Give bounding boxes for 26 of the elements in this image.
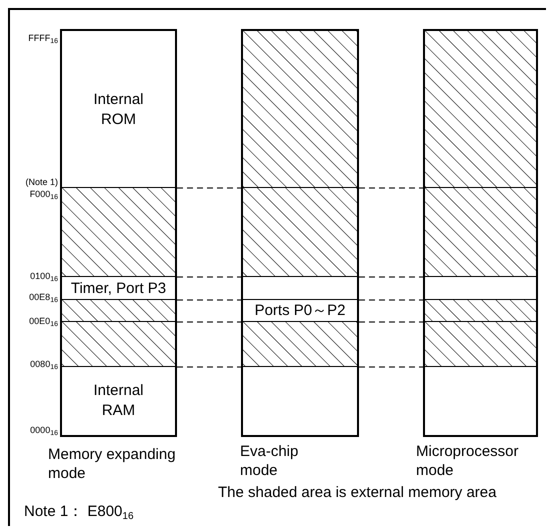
shaded-memory-area <box>62 299 175 322</box>
shaded-memory-area <box>425 299 536 322</box>
shaded-memory-area <box>243 31 357 188</box>
shaded-memory-area <box>62 187 175 277</box>
address-label: 0000$_{16}$ <box>30 424 58 436</box>
address-label: 0080$_{16}$ <box>30 358 58 370</box>
address-label: FFFF$_{16}$ <box>28 32 58 44</box>
mode-caption: Memory expanding mode <box>48 445 177 483</box>
note-text: The shaded area is external memory area <box>218 483 496 502</box>
shaded-memory-area <box>425 31 536 188</box>
shaded-memory-area <box>243 321 357 367</box>
mode-caption: Microprocessor mode <box>416 442 520 480</box>
address-label: 00E8$_{16}$ <box>29 291 58 303</box>
memory-map-column <box>423 29 538 437</box>
memory-map-column <box>60 29 177 437</box>
memory-map-column <box>241 29 359 437</box>
shaded-memory-area <box>425 187 536 277</box>
shaded-memory-area <box>243 187 357 277</box>
address-label: 0100$_{16}$ <box>30 270 58 282</box>
mode-caption: Eva-chip mode <box>240 442 300 480</box>
address-label: 00E0$_{16}$ <box>29 315 58 327</box>
address-label: (Note 1) <box>25 176 58 188</box>
shaded-memory-area <box>425 321 536 367</box>
shaded-memory-area <box>62 321 175 367</box>
note-text: Note 1： E800$_{16}$ <box>24 502 134 521</box>
address-label: F000$_{16}$ <box>30 188 58 200</box>
